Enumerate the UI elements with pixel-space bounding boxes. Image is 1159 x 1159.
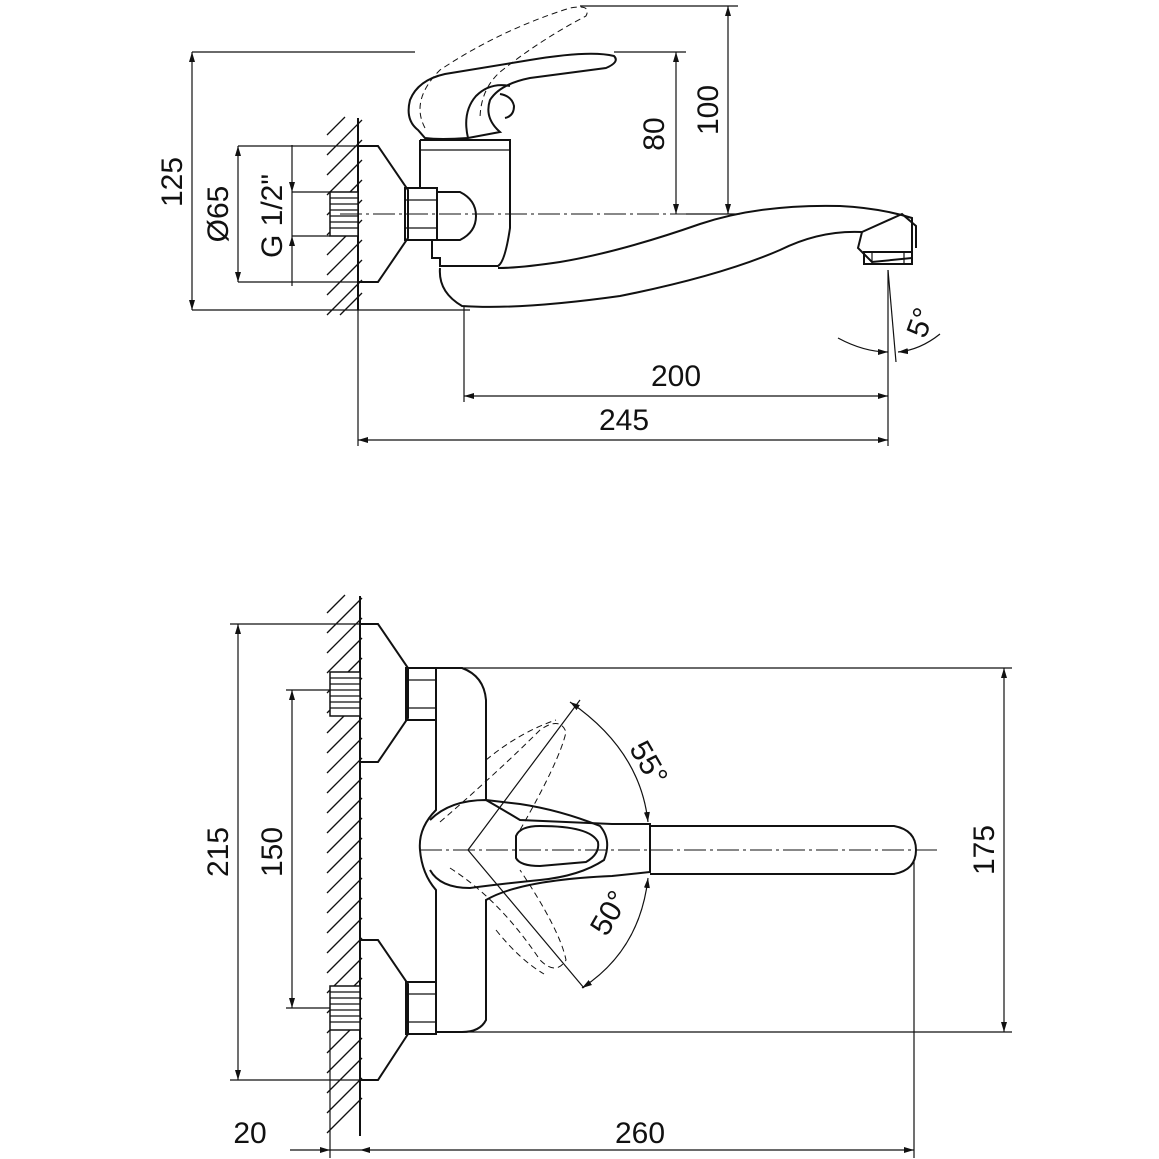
lever-alt-position bbox=[419, 6, 588, 129]
dim-spout-angle: 5° bbox=[901, 304, 942, 342]
dim-lever-angle-up: 55° bbox=[623, 735, 674, 791]
dim-total-length: 245 bbox=[599, 404, 649, 437]
dim-total-height: 125 bbox=[156, 157, 189, 207]
lever-pivot-side bbox=[499, 93, 516, 119]
dim-top-total-length: 260 bbox=[615, 1117, 665, 1150]
top-view: 55° 50° 215 150 175 20 260 bbox=[202, 594, 1012, 1158]
dim-body-height: 80 bbox=[638, 117, 671, 150]
aerator-side bbox=[863, 251, 913, 265]
lever-alt-up bbox=[439, 723, 567, 831]
angle-arc-up bbox=[569, 701, 650, 823]
mixer-body-top bbox=[436, 667, 651, 1033]
spout-tip-side bbox=[861, 212, 917, 248]
lower-connection bbox=[329, 939, 437, 1081]
dim-thread: G 1/2" bbox=[256, 174, 289, 258]
valve-body-side bbox=[420, 139, 511, 267]
lever-alt-down bbox=[449, 867, 567, 969]
lever-inner-side bbox=[465, 84, 511, 139]
dim-spout-offset: 175 bbox=[968, 825, 1001, 875]
dim-lever-angle-down: 50° bbox=[584, 885, 635, 941]
lever-alt-down-edge bbox=[495, 929, 545, 975]
lever-side bbox=[407, 52, 617, 140]
lever-alt-up-edge bbox=[485, 719, 557, 761]
dim-lever-height: 100 bbox=[692, 85, 725, 135]
dim-total-width: 215 bbox=[202, 827, 235, 877]
angle-arc-down bbox=[581, 877, 650, 989]
upper-connection bbox=[329, 623, 437, 763]
dim-diameter: Ø65 bbox=[202, 186, 235, 243]
valve-connector-side bbox=[437, 191, 478, 241]
side-view: 125 Ø65 G 1/2" 80 100 5° 200 bbox=[156, 5, 942, 446]
dim-wall-offset: 20 bbox=[233, 1117, 266, 1150]
dim-connection-spacing: 150 bbox=[256, 827, 289, 877]
spout-side bbox=[438, 204, 913, 308]
dim-spout-reach: 200 bbox=[651, 360, 701, 393]
lever-top bbox=[429, 798, 609, 890]
lever-grip-top bbox=[515, 824, 600, 868]
